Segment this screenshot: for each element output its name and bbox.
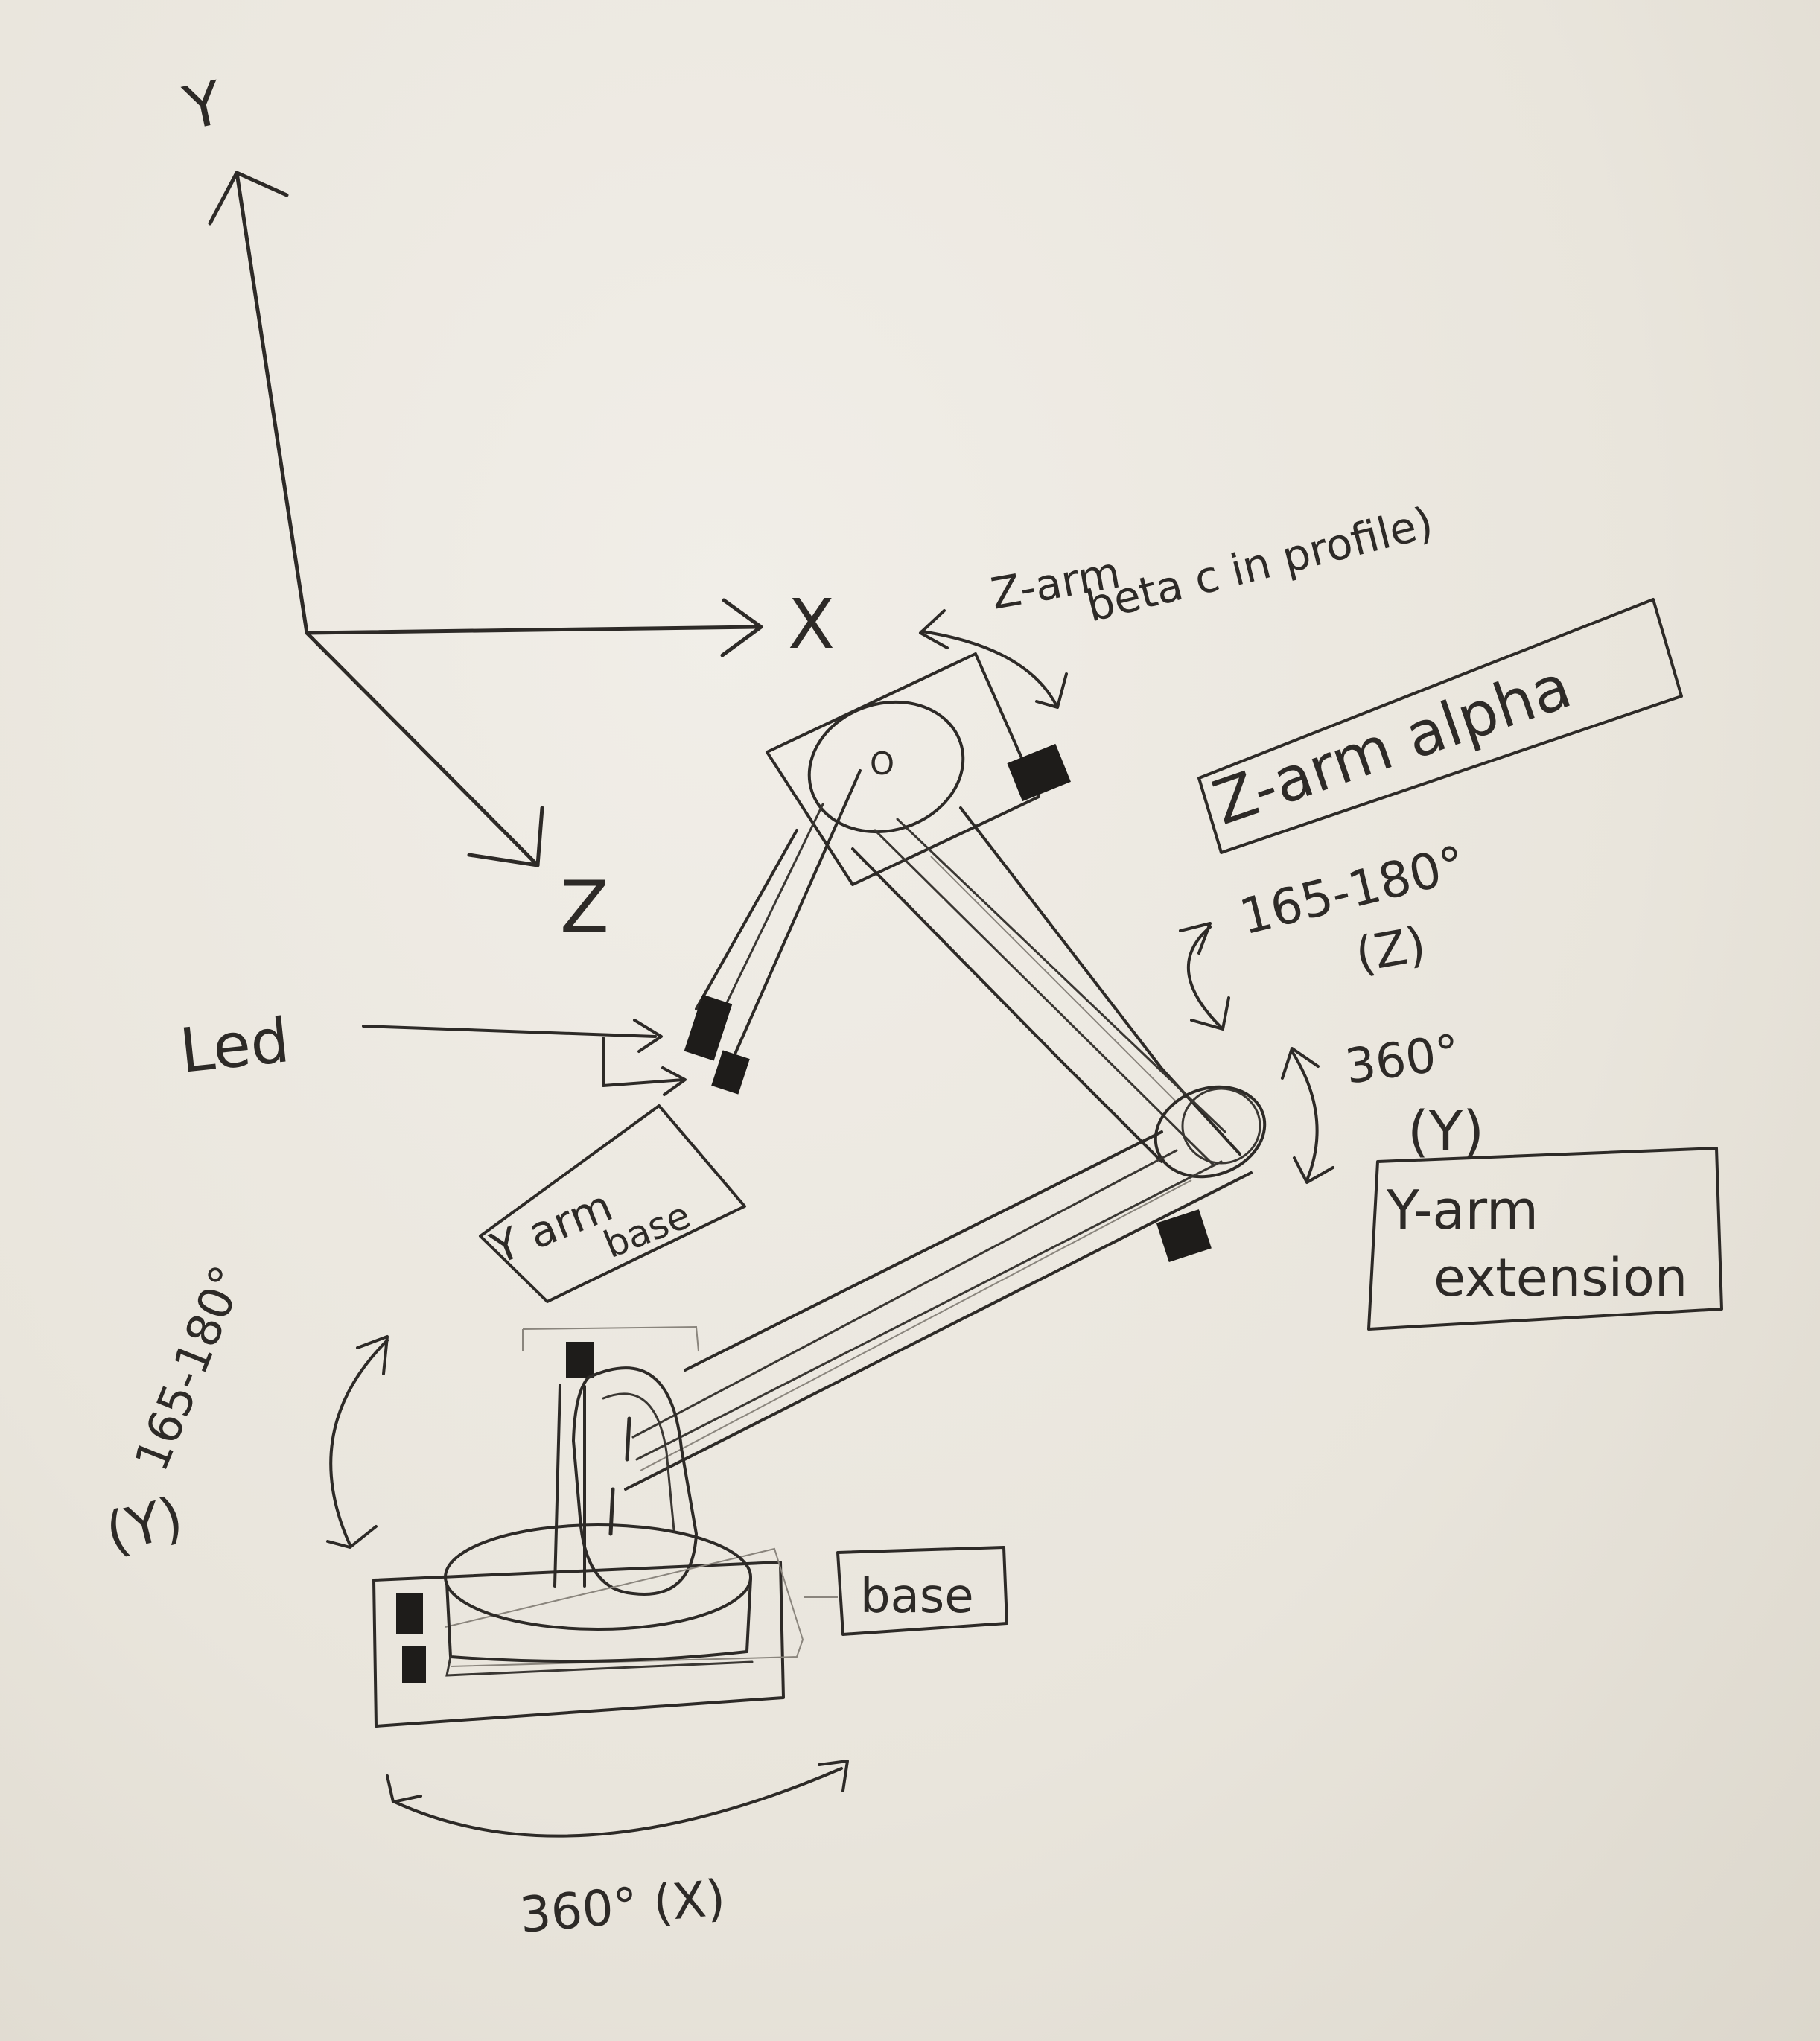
led-label: Led: [176, 1005, 293, 1087]
z-joint-axis-label: (Z): [1352, 917, 1430, 984]
y-joint-axis-label: (Y): [1407, 1100, 1484, 1164]
z-arm-alpha-line-3: [931, 856, 1177, 1102]
head-servo: [1007, 744, 1071, 801]
z-axis-label: Z: [560, 866, 609, 949]
y-arm-base-label-line2: base: [598, 1194, 696, 1267]
z-arm-beta-rotation-arrowhead-left: [920, 611, 947, 648]
z-joint-rotation-arrow: [1189, 927, 1221, 1028]
z-arm-beta-note: beta c in profile): [1081, 497, 1438, 631]
z-arm-alpha: Z-arm alpha 165-180° (Z): [853, 599, 1681, 1165]
base-tilt-range-label: 165-180°: [124, 1258, 255, 1478]
led-arm-edge-outer: [696, 830, 797, 1009]
z-arm-alpha-line-2: [897, 819, 1225, 1132]
y-arm-extension-line-3: [640, 1180, 1191, 1471]
led-pointer-line: [363, 1026, 655, 1037]
elbow-disc-inner: [1183, 1089, 1260, 1163]
shoulder-disc: [573, 1368, 696, 1594]
y-arm-extension-label-line2: extension: [1434, 1247, 1687, 1308]
shoulder-tilt-arrowhead-bottom: [328, 1526, 376, 1547]
y-arm-base-label-box: [480, 1106, 745, 1302]
led-module-upper: [684, 994, 733, 1060]
base-label: base: [860, 1569, 974, 1624]
led-pointer-branch: [603, 1038, 684, 1086]
y-axis-label: Y: [177, 68, 229, 144]
y-arm-extension-bottom-edge: [626, 1173, 1251, 1489]
shoulder-pin-upper: [627, 1418, 629, 1459]
y-axis-arrowhead: [210, 173, 287, 223]
base-servo-lower: [402, 1646, 426, 1683]
z-arm-beta-head: O Z-arm beta c in profile): [767, 497, 1438, 885]
z-arm-beta-rotation-arrowhead-right: [1037, 674, 1066, 707]
z-arm-alpha-bottom-edge: [853, 849, 1162, 1162]
x-axis-label: X: [788, 585, 835, 664]
base-servo-upper: [396, 1593, 423, 1634]
y-arm-extension-top-edge: [685, 1132, 1162, 1370]
y-axis-line: [237, 173, 307, 633]
pivot-mark: O: [870, 745, 894, 782]
led-arm: Led: [176, 771, 860, 1095]
led-arm-edge-mid: [711, 804, 823, 1035]
z-joint-arrowhead-top: [1180, 923, 1210, 953]
z-axis-line: [307, 633, 538, 865]
base-plate: [374, 1562, 783, 1726]
y-joint-range-label: 360°: [1342, 1025, 1463, 1095]
led-module-lower: [711, 1050, 750, 1094]
base-rotation-arrow: [395, 1768, 841, 1836]
y-arm-extension-line-1: [633, 1150, 1177, 1437]
z-arm-alpha-label: Z-arm alpha: [1205, 651, 1580, 839]
upright-guide-faint: [523, 1327, 699, 1351]
shoulder-upright: 165-180° (Y): [100, 1258, 699, 1594]
base-rotation-label: 360° (X): [518, 1869, 728, 1944]
base-tilt-axis-label: (Y): [100, 1485, 190, 1565]
shoulder-pin-lower: [611, 1489, 613, 1534]
y-arm-extension-label-line1: Y-arm: [1386, 1179, 1539, 1241]
shoulder-disc-inner: [603, 1394, 674, 1530]
base: base 360° (X): [374, 1525, 1007, 1944]
upright-servo: [566, 1342, 594, 1378]
y-arm-extension: Y-arm extension: [626, 1132, 1722, 1489]
x-axis-line: [307, 627, 760, 633]
led-arm-edge-inner: [734, 771, 860, 1057]
shoulder-tilt-arrow: [331, 1340, 387, 1545]
coordinate-axes: Y X Z: [177, 68, 835, 949]
base-rotation-arrowhead-left: [387, 1776, 421, 1802]
y-arm-base-label-group: Y arm base: [480, 1106, 745, 1302]
y-arm-extension-line-2: [637, 1162, 1221, 1459]
upright-post: [555, 1385, 585, 1586]
head-plate: [767, 654, 1039, 885]
